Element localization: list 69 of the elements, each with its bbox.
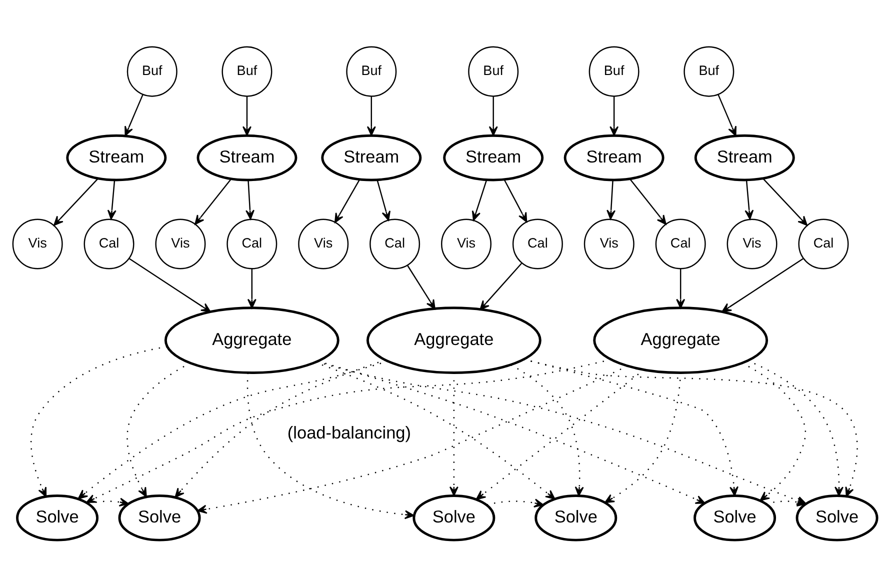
node-circle: Cal <box>655 218 706 269</box>
arrow <box>610 96 619 136</box>
arrow <box>676 268 686 308</box>
node-circle: Cal <box>84 218 134 269</box>
node-circle: Buf <box>126 46 178 96</box>
node-circle: Cal <box>370 218 420 269</box>
arrow <box>246 372 414 519</box>
arrow <box>510 364 584 496</box>
arrow <box>247 268 256 308</box>
node-circle: Vis <box>584 218 634 269</box>
arrow <box>722 258 804 312</box>
arrow <box>88 497 130 506</box>
node-circle: Cal <box>512 218 563 269</box>
arrow <box>86 358 612 502</box>
label: (load-balancing) <box>287 422 412 442</box>
node-circle: Buf <box>684 46 734 96</box>
node-ellipse: Aggregate <box>593 306 768 374</box>
arrow <box>407 264 436 309</box>
arrow <box>629 178 666 224</box>
node-ellipse: Stream <box>66 134 167 181</box>
arrow <box>718 94 736 136</box>
arrow <box>334 178 360 222</box>
arrow <box>30 346 168 497</box>
arrow <box>742 362 806 501</box>
arrow <box>504 178 528 222</box>
node-circle: Buf <box>222 46 272 96</box>
node-ellipse: Solve <box>412 494 496 541</box>
node-circle: Vis <box>298 218 349 269</box>
arrow <box>472 179 488 220</box>
arrow <box>78 360 388 499</box>
arrow <box>318 360 706 504</box>
node-circle: Buf <box>468 46 519 96</box>
arrow <box>126 362 191 497</box>
arrow <box>486 498 544 507</box>
arrow <box>606 180 616 220</box>
arrow <box>129 258 211 312</box>
arrow <box>242 96 252 136</box>
arrow <box>314 361 556 500</box>
node-ellipse: Stream <box>196 134 298 181</box>
node-circle: Cal <box>226 218 278 269</box>
node-circle: Vis <box>12 218 63 269</box>
arrow <box>488 96 498 136</box>
arrow <box>174 359 386 498</box>
arrow <box>246 180 254 220</box>
node-circle: Cal <box>798 218 849 269</box>
arrow <box>480 262 522 310</box>
node-circle: Buf <box>346 46 397 96</box>
arrow <box>523 358 858 496</box>
node-ellipse: Aggregate <box>164 306 340 374</box>
node-ellipse: Stream <box>443 134 544 181</box>
arrow <box>54 178 99 226</box>
node-circle: Buf <box>588 46 640 96</box>
node-ellipse: Stream <box>694 134 795 181</box>
node-ellipse: Aggregate <box>366 306 542 374</box>
arrow <box>376 180 391 220</box>
node-circle: Vis <box>155 218 206 269</box>
arrow <box>194 178 232 224</box>
arrow <box>762 178 808 226</box>
node-circle: Vis <box>441 218 492 269</box>
arrow <box>107 180 116 220</box>
arrow <box>747 360 844 496</box>
arrow <box>197 365 628 514</box>
node-ellipse: Stream <box>321 134 422 181</box>
arrow <box>124 94 144 136</box>
arrow <box>744 180 754 220</box>
arrow <box>366 96 376 136</box>
arrow <box>524 358 738 496</box>
node-circle: Vis <box>726 218 778 269</box>
node-ellipse: Stream <box>564 134 664 181</box>
